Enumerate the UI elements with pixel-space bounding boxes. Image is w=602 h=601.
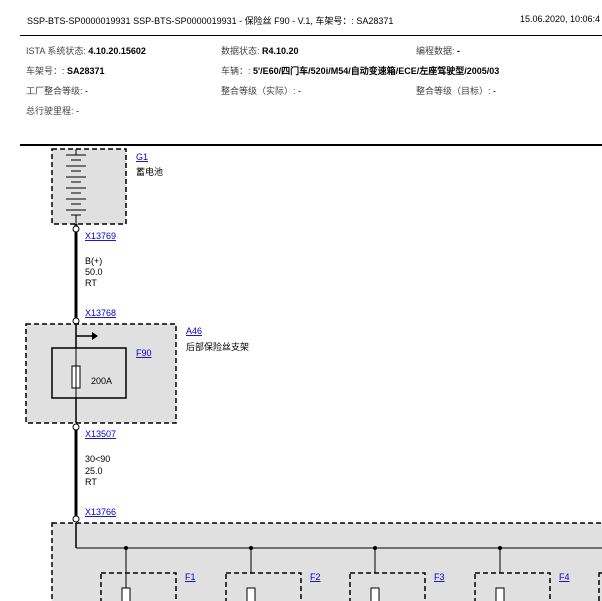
connector-pin [72, 515, 80, 523]
fuse-icon [246, 587, 256, 601]
sub-fuse-f3-link[interactable]: F3 [434, 572, 445, 582]
battery-id-link[interactable]: G1 [136, 152, 148, 162]
header-divider [20, 35, 602, 36]
connector-x13507-link[interactable]: X13507 [85, 429, 116, 439]
fuse-icon [495, 587, 505, 601]
battery-icon [66, 149, 86, 224]
data-status: 数据状态: R4.10.20 [221, 46, 299, 56]
programming-data: 编程数据: - [416, 46, 461, 56]
connector-pin [72, 317, 80, 325]
arrow-head-icon [92, 332, 98, 340]
connector-pin [72, 225, 80, 233]
integration-level-target: 整合等级（目标）: - [416, 86, 497, 96]
sub-fuse-f1 [100, 546, 177, 601]
connector-pin [72, 423, 80, 431]
fuse-f90-link[interactable]: F90 [136, 348, 152, 358]
wire2-signal: 30<90 [85, 454, 110, 464]
sub-fuse-f2-link[interactable]: F2 [310, 572, 321, 582]
ista-status: ISTA 系统状态: 4.10.20.15602 [26, 46, 146, 56]
wire1-size: 50.0 [85, 267, 103, 277]
wire1-signal: B(+) [85, 256, 102, 266]
sub-fuse-f3 [349, 546, 426, 601]
factory-integration-level: 工厂整合等级: - [26, 86, 89, 96]
fuse-f90-rating: 200A [91, 376, 112, 386]
document-date: 15.06.2020, 10:06:4 [520, 14, 601, 24]
sub-fuse-partial [598, 572, 602, 601]
sub-fuse-f4-link[interactable]: F4 [559, 572, 570, 582]
fuse-f90-box [51, 347, 127, 399]
vin: 车架号：: SA28371 [26, 66, 105, 76]
fuse-box-a46-link[interactable]: A46 [186, 326, 202, 336]
total-mileage: 总行驶里程: - [26, 106, 80, 116]
sub-fuse-f2 [225, 546, 302, 601]
fuse-box-name: 后部保险丝支架 [186, 341, 249, 352]
wire1-color: RT [85, 278, 97, 288]
connector-x13769-link[interactable]: X13769 [85, 231, 116, 241]
sub-fuse-f4 [474, 546, 551, 601]
document-title: SSP-BTS-SP0000019931 SSP-BTS-SP000001993… [27, 16, 394, 26]
battery-box [51, 148, 127, 225]
fuse-icon [121, 587, 131, 601]
wire2-size: 25.0 [85, 466, 103, 476]
integration-level-actual: 整合等级（实际）: - [221, 86, 302, 96]
connector-x13766-link[interactable]: X13766 [85, 507, 116, 517]
fuse-icon [370, 587, 380, 601]
info-divider [20, 144, 602, 146]
connector-x13768-link[interactable]: X13768 [85, 308, 116, 318]
wire2-color: RT [85, 477, 97, 487]
sub-fuse-f1-link[interactable]: F1 [185, 572, 196, 582]
vehicle: 车辆：: 5'/E60/四门车/520i/M54/自动变速箱/ECE/左座驾驶型… [221, 66, 500, 76]
battery-name: 蓄电池 [136, 166, 163, 177]
